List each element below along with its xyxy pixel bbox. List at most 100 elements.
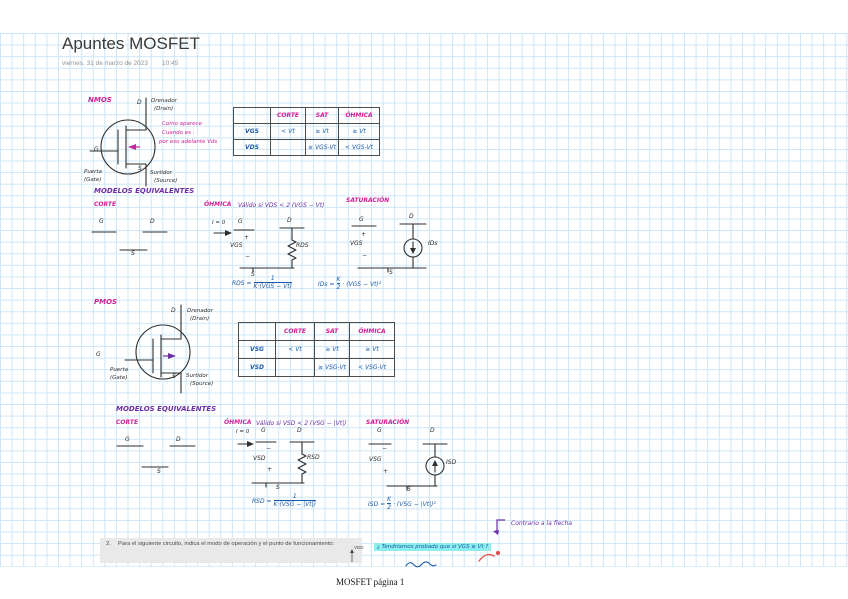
pmos-sat-plus: +: [383, 468, 389, 475]
pmos-ohm-vsd: VSD: [253, 455, 266, 462]
nmos-ohm-s: S: [251, 271, 255, 278]
nmos-drain-name-en: (Drain): [154, 106, 174, 112]
eq-den: K·(VGS − Vt): [253, 282, 292, 290]
cell: ≥ VSG-Vt: [314, 358, 350, 377]
cell: ≥ Vt: [314, 340, 350, 359]
vdd-label: VDD: [354, 545, 364, 550]
pmos-sat-minus: −: [382, 445, 388, 452]
nmos-saturacion-title: SATURACIÓN: [346, 197, 390, 204]
nmos-ohmica-circuit-icon: [213, 227, 305, 273]
exercise-number: 2.: [106, 541, 111, 547]
pmos-sat-vsg: VSG: [369, 456, 382, 463]
pmos-ohmica-condition: Válido si VSD < 2 (VSG − |Vt|): [256, 420, 347, 427]
nmos-ohmica-title: ÓHMICA: [204, 201, 232, 208]
nmos-ohmica-condition: Válido si VDS < 2 (VGS − Vt): [238, 202, 325, 209]
eq-den: 2: [336, 283, 341, 291]
nmos-heading: NMOS: [88, 96, 112, 104]
eq-num: 1: [270, 275, 275, 282]
nmos-drain-terminal-label: D: [137, 99, 142, 106]
row-vsg-label: VSG: [238, 340, 276, 359]
cell: < Vt: [270, 123, 306, 140]
nmos-saturacion-circuit-icon: [351, 223, 427, 273]
table-row: VSD ≥ VSG-Vt < VSG-Vt: [238, 358, 395, 377]
pmos-ohm-plus: +: [267, 466, 273, 473]
pmos-saturacion-circuit-icon: [368, 443, 448, 491]
nmos-ohm-g: G: [238, 218, 243, 225]
nmos-drain-name: Drenador: [151, 98, 177, 104]
nmos-ohm-plus: +: [244, 234, 250, 241]
pmos-source-name-en: (Source): [190, 381, 214, 387]
corner-cell: [233, 107, 271, 124]
pmos-gate-terminal-label: G: [96, 351, 101, 358]
pmos-corte-d: D: [176, 436, 181, 443]
nmos-gate-name-en: (Gate): [84, 177, 102, 183]
nmos-ohm-d: D: [287, 217, 292, 224]
cell: < VGS-Vt: [338, 139, 380, 156]
nmos-source-terminal-label: S: [138, 165, 142, 172]
nmos-corte-model-icon: [91, 231, 168, 251]
page-title: Apuntes MOSFET: [62, 34, 200, 53]
nmos-sat-ids: IDs: [428, 240, 438, 247]
exercise-box: 2. Para el siguiente circuito, indica el…: [100, 538, 364, 563]
nmos-note-line1: Como aparece: [162, 121, 202, 127]
eq-lhs: IDs =: [318, 280, 335, 288]
pmos-sat-isd: ISD: [446, 459, 457, 466]
pmos-ohm-s: S: [276, 484, 280, 491]
nmos-ohm-minus: −: [245, 253, 251, 260]
pmos-ohmica-title: ÓHMICA: [224, 419, 252, 426]
col-sat: SAT: [305, 107, 339, 124]
nmos-note-line3: por eso adelante Vds: [159, 139, 218, 145]
pmos-ohm-current: I = 0: [236, 429, 250, 435]
grid-paper: [0, 33, 848, 567]
eq-num: K: [336, 276, 341, 283]
page-date: viernes, 31 de marzo de 2023: [62, 60, 148, 67]
row-vds-label: VDS: [233, 139, 271, 156]
nmos-gate-terminal-label: G: [94, 146, 99, 153]
nmos-ohm-rds: RDS: [296, 242, 309, 249]
pmos-gate-name-en: (Gate): [110, 375, 128, 381]
eq-num: 1: [292, 493, 297, 500]
nmos-sat-d: D: [409, 213, 414, 220]
page-time: 10:45: [162, 60, 179, 67]
pmos-heading: PMOS: [94, 298, 118, 306]
eq-lhs: ISD =: [368, 500, 386, 508]
blue-ink-scribble-icon: [405, 561, 437, 568]
pmos-sat-d: D: [430, 427, 435, 434]
table-row: CORTE SAT ÓHMICA: [233, 107, 380, 124]
pmos-ohmica-circuit-icon: [237, 441, 315, 488]
nmos-corte-d: D: [150, 218, 155, 225]
pmos-corte-model-icon: [116, 445, 196, 468]
vdd-arrow-icon: [350, 549, 354, 562]
nmos-note-line2: Cuando es :: [162, 130, 195, 136]
table-row: VDS ≥ VGS-Vt < VGS-Vt: [233, 139, 380, 156]
pmos-ohm-rsd: RSD: [307, 454, 320, 461]
pmos-saturacion-title: SATURACIÓN: [366, 419, 410, 426]
pmos-models-title: MODELOS EQUIVALENTES: [116, 405, 217, 413]
nmos-gate-name: Puerta: [84, 169, 102, 175]
highlighted-note: ¿ Tendríamos probado que si VGS ≥ Vt ?: [374, 543, 492, 552]
col-ohmica: ÓHMICA: [349, 322, 395, 341]
eq-rhs: · (VGS − Vt)²: [342, 280, 382, 288]
nmos-sat-plus: +: [361, 231, 367, 238]
pmos-source-terminal-label: S: [172, 373, 176, 380]
pmos-drain-terminal-label: D: [171, 307, 176, 314]
cell: ≥ VGS-Vt: [305, 139, 339, 156]
nmos-transistor-symbol-icon: [89, 97, 156, 187]
eq-den: 2: [387, 503, 392, 511]
pmos-sat-g: G: [377, 427, 382, 434]
pmos-gate-name: Puerta: [110, 367, 128, 373]
eq-rhs: · (VSG − |Vt|)²: [393, 500, 436, 508]
cell: < Vt: [275, 340, 315, 359]
page-footer: MOSFET página 1: [336, 577, 405, 587]
red-ink-mark-icon: [478, 550, 501, 562]
nmos-corte-title: CORTE: [94, 201, 117, 208]
pmos-ohm-g: G: [261, 427, 266, 434]
nmos-region-table: CORTE SAT ÓHMICA VGS < Vt ≥ Vt ≥ Vt VDS …: [233, 107, 380, 156]
cell: [275, 358, 315, 377]
table-row: VSG < Vt ≥ Vt ≥ Vt: [238, 340, 395, 359]
